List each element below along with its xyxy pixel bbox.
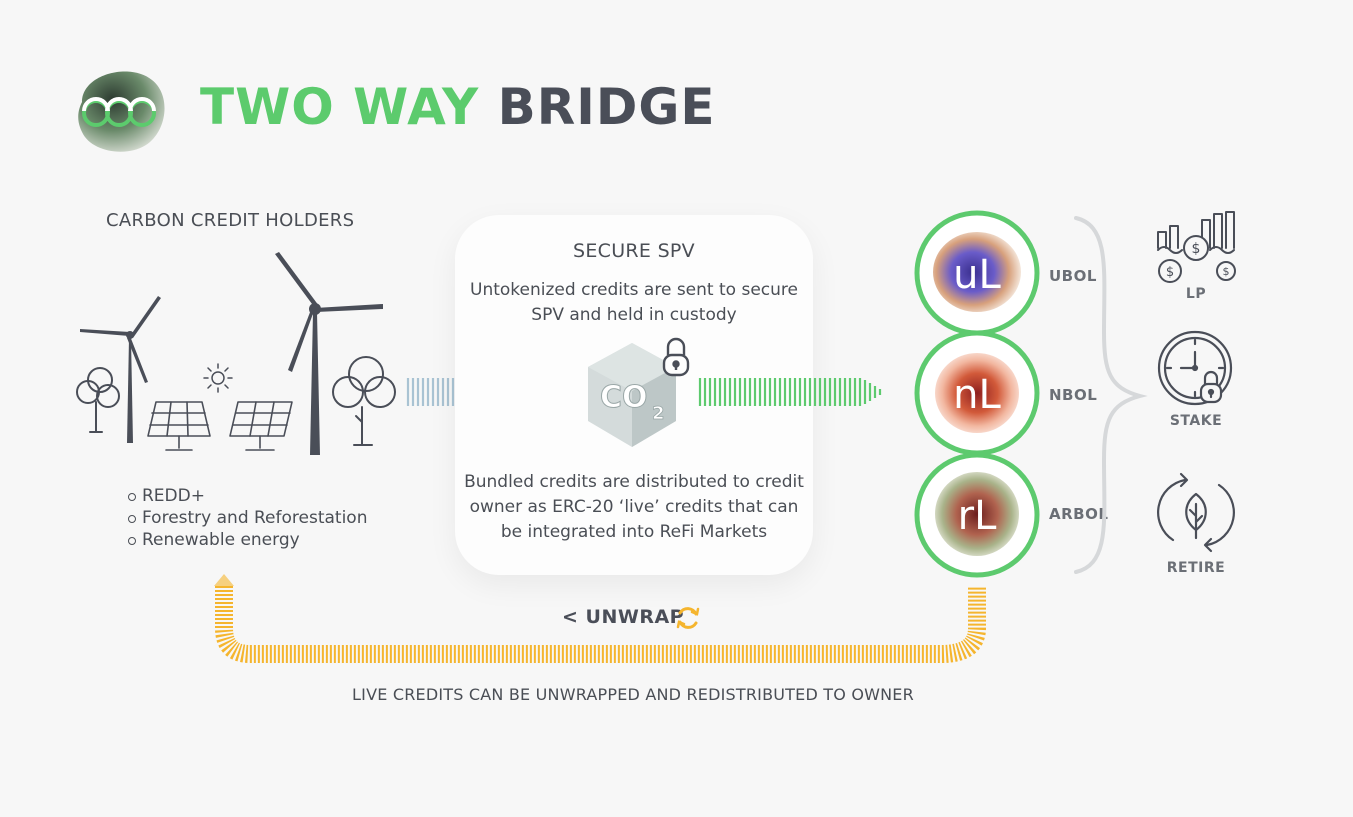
sun-icon (203, 363, 233, 393)
liquidity-pool-icon[interactable]: $ $ $ (1150, 210, 1242, 288)
wind-turbine-large-icon (275, 252, 383, 455)
svg-text:$: $ (1223, 265, 1230, 278)
list-item: REDD+ (128, 485, 367, 507)
list-item: Renewable energy (128, 529, 367, 551)
action-label-retire: RETIRE (1166, 560, 1226, 576)
svg-text:$: $ (1192, 241, 1201, 257)
token-ubol-icon[interactable]: uL (914, 210, 1040, 336)
co2-lock-badge: CO 2 (580, 335, 690, 453)
action-label-stake: STAKE (1169, 413, 1223, 429)
title-part-green: TWO WAY (200, 78, 480, 136)
list-item: Forestry and Reforestation (128, 507, 367, 529)
unwrap-text: UNWRAP (585, 606, 685, 628)
token-glyph: nL (953, 372, 1001, 418)
token-arbol-icon[interactable]: rL (914, 452, 1040, 578)
token-glyph: uL (953, 252, 1001, 298)
spv-description-bottom: Bundled credits are distributed to credi… (464, 472, 804, 542)
wind-turbine-small-icon (80, 296, 161, 443)
svg-text:$: $ (1166, 265, 1174, 280)
token-glyph: rL (958, 493, 997, 539)
token-label-nbol: NBOL (1049, 386, 1098, 404)
solar-panel-icon (229, 401, 293, 451)
token-nbol-icon[interactable]: nL (914, 330, 1040, 456)
co2-subscript: 2 (652, 403, 665, 424)
co2-text: CO (600, 380, 648, 415)
brand-logo-icon (72, 62, 168, 156)
retire-leaf-cycle-icon[interactable] (1155, 470, 1237, 555)
spv-description-top: Untokenized credits are sent to secure S… (470, 280, 798, 325)
unwrap-label[interactable]: < UNWRAP (562, 606, 684, 628)
tree-icon (76, 367, 120, 433)
title-part-dark: BRIDGE (497, 78, 716, 136)
padlock-icon (662, 337, 690, 377)
solar-panel-icon (147, 401, 211, 451)
action-label-lp: LP (1185, 286, 1207, 302)
refresh-cycle-icon[interactable] (675, 605, 701, 631)
holders-list: REDD+ Forestry and Reforestation Renewab… (128, 485, 367, 551)
tree-icon (332, 356, 396, 446)
renewables-illustration (70, 250, 400, 465)
token-label-ubol: UBOL (1049, 267, 1097, 285)
mint-arrow (697, 372, 887, 412)
page-title: TWO WAY BRIDGE (200, 78, 716, 136)
stake-clock-lock-icon[interactable] (1150, 328, 1242, 410)
token-label-arbol: ARBOL (1049, 505, 1109, 523)
curly-brace (1070, 212, 1150, 577)
holders-title: CARBON CREDIT HOLDERS (106, 210, 355, 231)
unwrap-loop-arrow (205, 572, 1005, 672)
footer-caption: LIVE CREDITS CAN BE UNWRAPPED AND REDIST… (352, 685, 914, 704)
unwrap-chevron: < (562, 606, 579, 628)
spv-title: SECURE SPV (572, 240, 695, 262)
